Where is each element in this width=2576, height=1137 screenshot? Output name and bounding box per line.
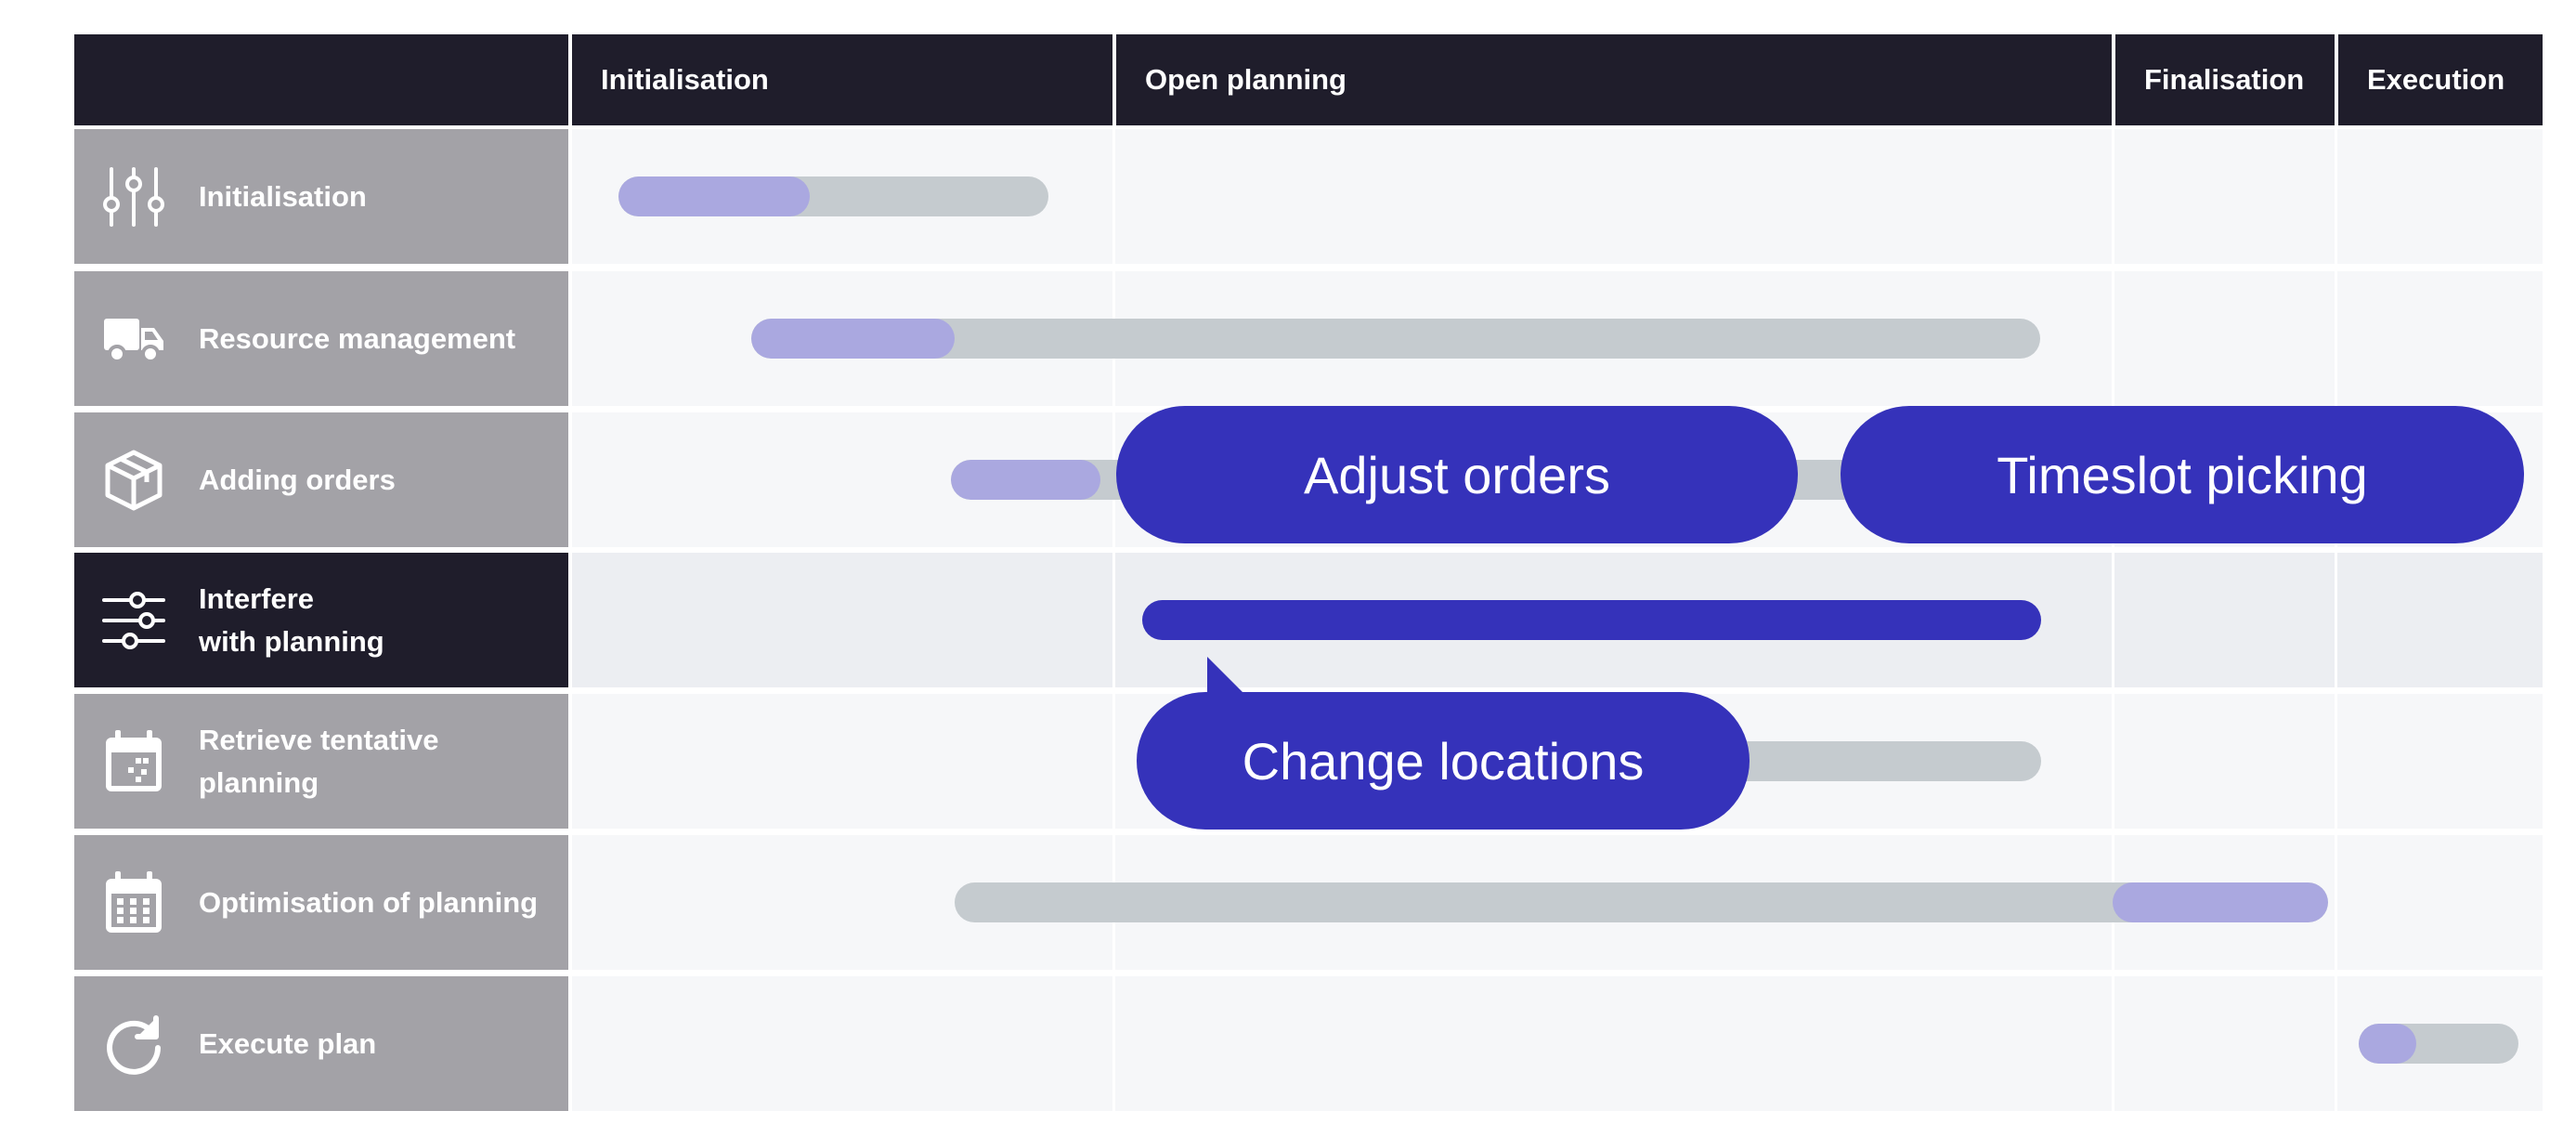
header-execution: Execution [2338,34,2543,125]
timeline-bar-execute-plan[interactable] [2359,1024,2518,1064]
header-finalisation: Finalisation [2115,34,2335,125]
row-label-text: Resource management [199,321,516,355]
box-icon [100,447,167,514]
callout-change-locations[interactable]: Change locations [1137,692,1750,830]
truck-icon [100,306,167,372]
timeline-progress-adding-orders [951,460,1100,500]
column-divider [1112,125,1115,1111]
timeline-progress-resource-management [751,319,955,359]
timeline-progress-execute-plan [2359,1024,2416,1064]
row-label-text: Retrieve tentative planning [199,723,439,799]
row-label-optimisation-of-planning[interactable]: Optimisation of planning [74,835,568,970]
callout-timeslot-picking[interactable]: Timeslot picking [1841,406,2524,543]
column-divider [2112,125,2114,1111]
sliders-vertical-icon [100,163,167,230]
calendar-dots-icon [100,728,167,795]
callout-adjust-orders[interactable]: Adjust orders [1116,406,1798,543]
timeline-progress-initialisation [618,176,810,216]
row-label-execute-plan[interactable]: Execute plan [74,976,568,1111]
header-open-planning: Open planning [1116,34,2112,125]
row-label-resource-management[interactable]: Resource management [74,271,568,406]
row-label-text: Optimisation of planning [199,885,539,919]
bubble-tail [1207,657,1252,701]
timeline-bar-initialisation[interactable] [618,176,1048,216]
row-label-text: Interfere with planning [199,582,384,658]
row-label-adding-orders[interactable]: Adding orders [74,412,568,547]
sliders-horizontal-icon [100,587,167,654]
row-track-execute-plan [572,976,2543,1111]
row-label-text: Execute plan [199,1026,377,1060]
timeline-bar-optimisation-of-planning[interactable] [955,882,2328,922]
timeline-bar-interfere-with-planning[interactable] [1142,600,2041,640]
header-blank [74,34,568,125]
refresh-icon [100,1011,167,1078]
calendar-grid-icon [100,869,167,936]
row-label-initialisation[interactable]: Initialisation [74,129,568,264]
row-label-retrieve-tentative-planning[interactable]: Retrieve tentative planning [74,694,568,829]
header-initialisation: Initialisation [572,34,1112,125]
row-label-text: Initialisation [199,179,367,213]
row-label-text: Adding orders [199,463,396,496]
column-divider [2335,125,2337,1111]
timeline-progress-optimisation-of-planning [2113,882,2328,922]
row-label-interfere-with-planning[interactable]: Interfere with planning [74,553,568,687]
timeline-bar-resource-management[interactable] [751,319,2040,359]
